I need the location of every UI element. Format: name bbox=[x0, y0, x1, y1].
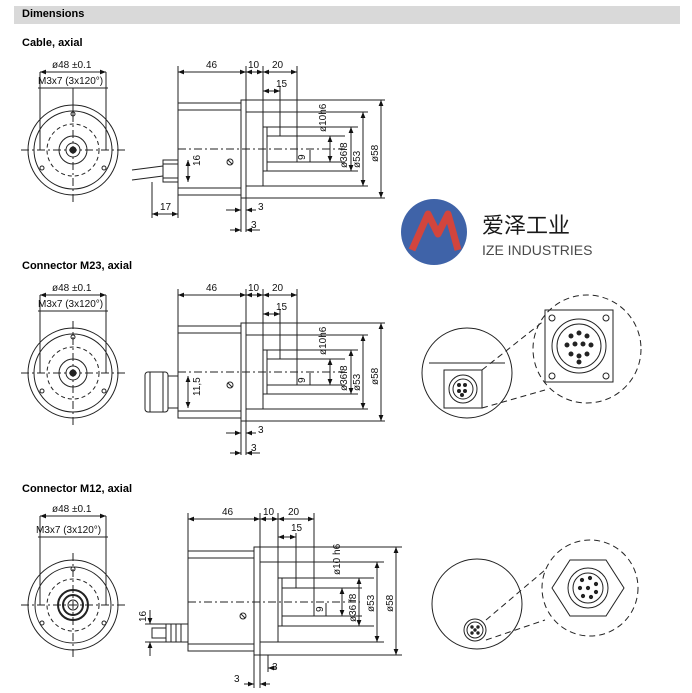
dim-l46: 46 bbox=[222, 507, 234, 518]
dim-d58: ø58 bbox=[370, 144, 381, 162]
dim-l3a: 3 bbox=[258, 425, 264, 436]
dim-l10: 10 bbox=[248, 283, 260, 294]
dim-d36: ø36f8 bbox=[339, 365, 350, 391]
dim-d36: ø36f8 bbox=[339, 142, 350, 168]
dim-l20: 20 bbox=[272, 60, 284, 71]
dim-d53: ø53 bbox=[366, 594, 377, 612]
dim-l3a: 3 bbox=[234, 674, 240, 685]
logo-mark-icon bbox=[408, 210, 462, 252]
dim-l15: 15 bbox=[276, 79, 288, 90]
dim-l20: 20 bbox=[272, 283, 284, 294]
dim-l10: 10 bbox=[263, 507, 275, 518]
dim-d53: ø53 bbox=[352, 150, 363, 168]
dim-d48: ø48 ±0.1 bbox=[52, 504, 92, 515]
dim-d48: ø48 ±0.1 bbox=[52, 60, 92, 71]
rear-view-m23 bbox=[421, 294, 642, 419]
dim-d58: ø58 bbox=[370, 367, 381, 385]
dim-l10: 10 bbox=[248, 60, 260, 71]
section-title-cable: Cable, axial bbox=[22, 37, 83, 49]
section-title-m12: Connector M12, axial bbox=[22, 483, 133, 495]
dim-m3: M3x7 (3x120°) bbox=[38, 299, 103, 310]
dim-l16: 16 bbox=[138, 610, 149, 622]
ize-logo: 爱泽工业 IZE INDUSTRIES bbox=[401, 199, 592, 265]
side-view-m12 bbox=[145, 513, 402, 688]
dim-l115: 11,5 bbox=[192, 377, 203, 396]
dim-l46: 46 bbox=[206, 283, 218, 294]
rear-view-m12 bbox=[431, 539, 639, 650]
dim-l15: 15 bbox=[291, 523, 303, 534]
dim-l20: 20 bbox=[288, 507, 300, 518]
dim-d10: ø10h6 bbox=[318, 103, 329, 132]
dim-d58: ø58 bbox=[385, 594, 396, 612]
page-title: Dimensions bbox=[22, 8, 85, 20]
front-view-cable bbox=[21, 69, 125, 202]
header-bar bbox=[14, 6, 680, 24]
dim-d36: ø36 f8 bbox=[348, 593, 359, 622]
side-view-cable bbox=[131, 66, 385, 233]
front-view-m12 bbox=[21, 513, 125, 657]
front-view-m23 bbox=[21, 292, 125, 425]
logo-cn-text: 爱泽工业 bbox=[482, 214, 570, 239]
dim-l46: 46 bbox=[206, 60, 218, 71]
logo-en-text: IZE INDUSTRIES bbox=[482, 242, 592, 258]
dim-l3b: 3 bbox=[272, 662, 278, 673]
dim-l17: 17 bbox=[160, 202, 172, 213]
dim-m3: M3x7 (3x120°) bbox=[38, 76, 103, 87]
side-view-m23 bbox=[144, 289, 385, 456]
dim-l3b: 3 bbox=[251, 220, 257, 231]
dim-l9: 9 bbox=[297, 377, 308, 383]
dim-l3b: 3 bbox=[251, 443, 257, 454]
dim-l3a: 3 bbox=[258, 202, 264, 213]
dim-d53: ø53 bbox=[352, 373, 363, 391]
dim-l9: 9 bbox=[297, 154, 308, 160]
dim-m3: M3x7 (3x120°) bbox=[36, 525, 101, 536]
dim-l15: 15 bbox=[276, 302, 288, 313]
dim-d48: ø48 ±0.1 bbox=[52, 283, 92, 294]
section-title-m23: Connector M23, axial bbox=[22, 260, 133, 272]
dim-d10: ø10 h6 bbox=[332, 543, 343, 575]
dim-l9: 9 bbox=[315, 606, 326, 612]
dim-d10: ø10h6 bbox=[318, 326, 329, 355]
dim-l16: 16 bbox=[192, 154, 203, 166]
